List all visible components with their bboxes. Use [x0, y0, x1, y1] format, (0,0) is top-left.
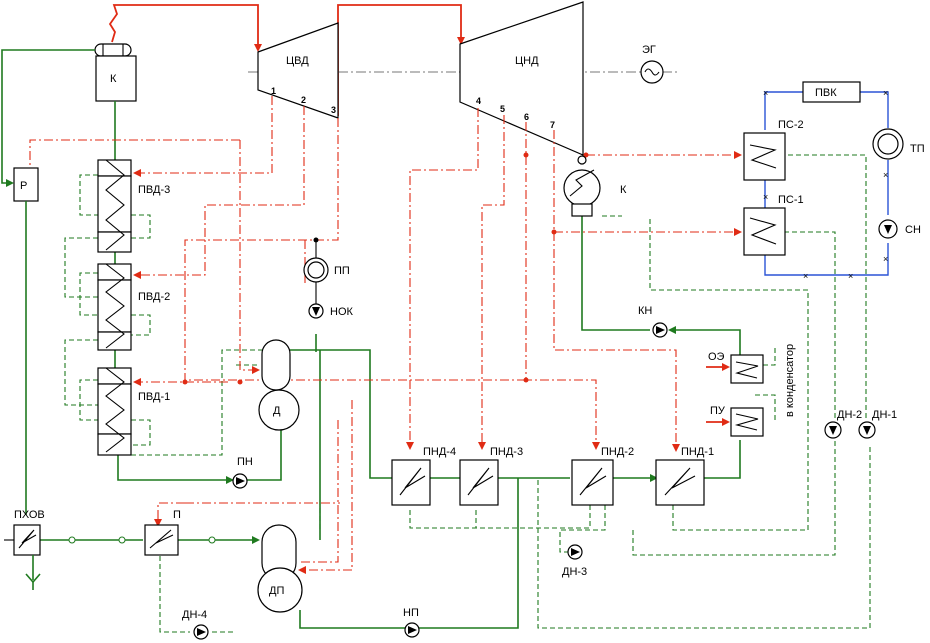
reheater-pp: ПП — [303, 257, 350, 283]
pu-label: ПУ — [710, 405, 726, 417]
pnd4-label: ПНД-4 — [423, 446, 456, 458]
heat-consumer-tp: ТП — [872, 128, 925, 160]
ps1-heater: ПС-1 — [743, 194, 804, 256]
pvd2-heater: ПВД-2 — [97, 263, 170, 351]
pnd4-heater: ПНД-4 — [391, 446, 456, 506]
condenser-k: К — [563, 155, 627, 217]
v-kondensator-label: в конденсатор — [784, 344, 796, 417]
pump-dn3: ДН-3 — [562, 544, 587, 578]
ps1-label: ПС-1 — [778, 194, 804, 206]
ext-5-label: 5 — [500, 104, 505, 114]
separator-r: Р — [13, 167, 39, 202]
boiler-label: К — [110, 73, 117, 85]
x6: × — [848, 271, 853, 281]
deaerator-d: Д — [258, 339, 300, 431]
pnd3-heater: ПНД-3 — [459, 446, 523, 506]
dn2-label: ДН-2 — [837, 409, 862, 421]
extraction-lines — [29, 96, 742, 574]
ext-6-label: 6 — [524, 112, 529, 122]
dn4-label: ДН-4 — [182, 609, 207, 621]
ext-1-label: 1 — [271, 86, 276, 96]
pnd3-label: ПНД-3 — [490, 446, 523, 458]
deaerator-dp: ДП — [257, 524, 303, 613]
pump-np: НП — [403, 607, 420, 638]
pvd3-heater: ПВД-3 — [97, 159, 170, 253]
eg-label: ЭГ — [642, 44, 656, 56]
pnd1-heater: ПНД-1 — [655, 446, 714, 506]
pnd2-heater: ПНД-2 — [571, 446, 634, 506]
x2: × — [883, 88, 888, 98]
dn1-label: ДН-1 — [872, 409, 897, 421]
pump-sn: СН — [878, 219, 921, 239]
p-label: П — [173, 509, 181, 521]
drain-lines — [64, 154, 871, 633]
ext-3-label: 3 — [331, 105, 336, 115]
drain-outlet — [25, 555, 41, 590]
ps2-heater: ПС-2 — [743, 119, 804, 181]
pump-kn: КН — [638, 305, 668, 338]
pump-nok: НОК — [308, 303, 354, 319]
pkhov-label: ПХОВ — [14, 509, 45, 521]
pvd3-label: ПВД-3 — [138, 184, 170, 196]
oe-label: ОЭ — [708, 351, 725, 363]
hp-cylinder: ЦВД 1 2 3 — [257, 22, 339, 119]
pnd2-label: ПНД-2 — [601, 446, 634, 458]
tsnd-label: ЦНД — [515, 55, 539, 67]
pp-label: ПП — [334, 265, 350, 277]
pvd2-label: ПВД-2 — [138, 291, 170, 303]
x5: × — [803, 271, 808, 281]
lp-cylinder: ЦНД 4 5 6 7 — [459, 1, 584, 156]
dn3-label: ДН-3 — [562, 566, 587, 578]
pkhov-heater: ПХОВ — [4, 509, 45, 556]
ext-4-label: 4 — [476, 96, 481, 106]
dp-label: ДП — [269, 585, 284, 597]
kn-label: КН — [638, 305, 652, 317]
ext-2-label: 2 — [301, 95, 306, 105]
x7: × — [883, 254, 888, 264]
ext-7-label: 7 — [550, 120, 555, 130]
pump-dn2: ДН-2 — [824, 409, 862, 439]
boiler: К — [94, 43, 137, 102]
pump-dn4: ДН-4 — [182, 609, 209, 640]
network-water-loop: × × × × × × × — [763, 88, 889, 281]
x1: × — [763, 88, 768, 98]
pvd1-heater: ПВД-1 — [97, 367, 170, 456]
np-label: НП — [403, 607, 419, 619]
pn-label: ПН — [237, 456, 253, 468]
sn-label: СН — [905, 224, 921, 236]
heater-p: П — [144, 509, 181, 556]
generator: ЭГ — [640, 44, 664, 84]
feed-pump-pn: ПН — [232, 456, 253, 489]
ps2-label: ПС-2 — [778, 119, 804, 131]
x4: × — [763, 192, 768, 202]
pvk-label: ПВК — [815, 87, 837, 99]
pvk-boiler: ПВК — [802, 81, 861, 103]
pvd1-label: ПВД-1 — [138, 391, 170, 403]
k-cond-label: К — [620, 184, 627, 196]
pump-dn1: ДН-1 — [858, 409, 897, 439]
pnd1-label: ПНД-1 — [681, 446, 714, 458]
nok-label: НОК — [330, 306, 354, 318]
seal-cooler-pu: ПУ — [706, 405, 764, 437]
x3: × — [883, 170, 888, 180]
r-label: Р — [20, 180, 27, 192]
tp-label: ТП — [910, 143, 925, 155]
tsvd-label: ЦВД — [286, 55, 309, 67]
ejector-cooler-oe: ОЭ — [706, 351, 764, 384]
d-label: Д — [273, 405, 281, 417]
